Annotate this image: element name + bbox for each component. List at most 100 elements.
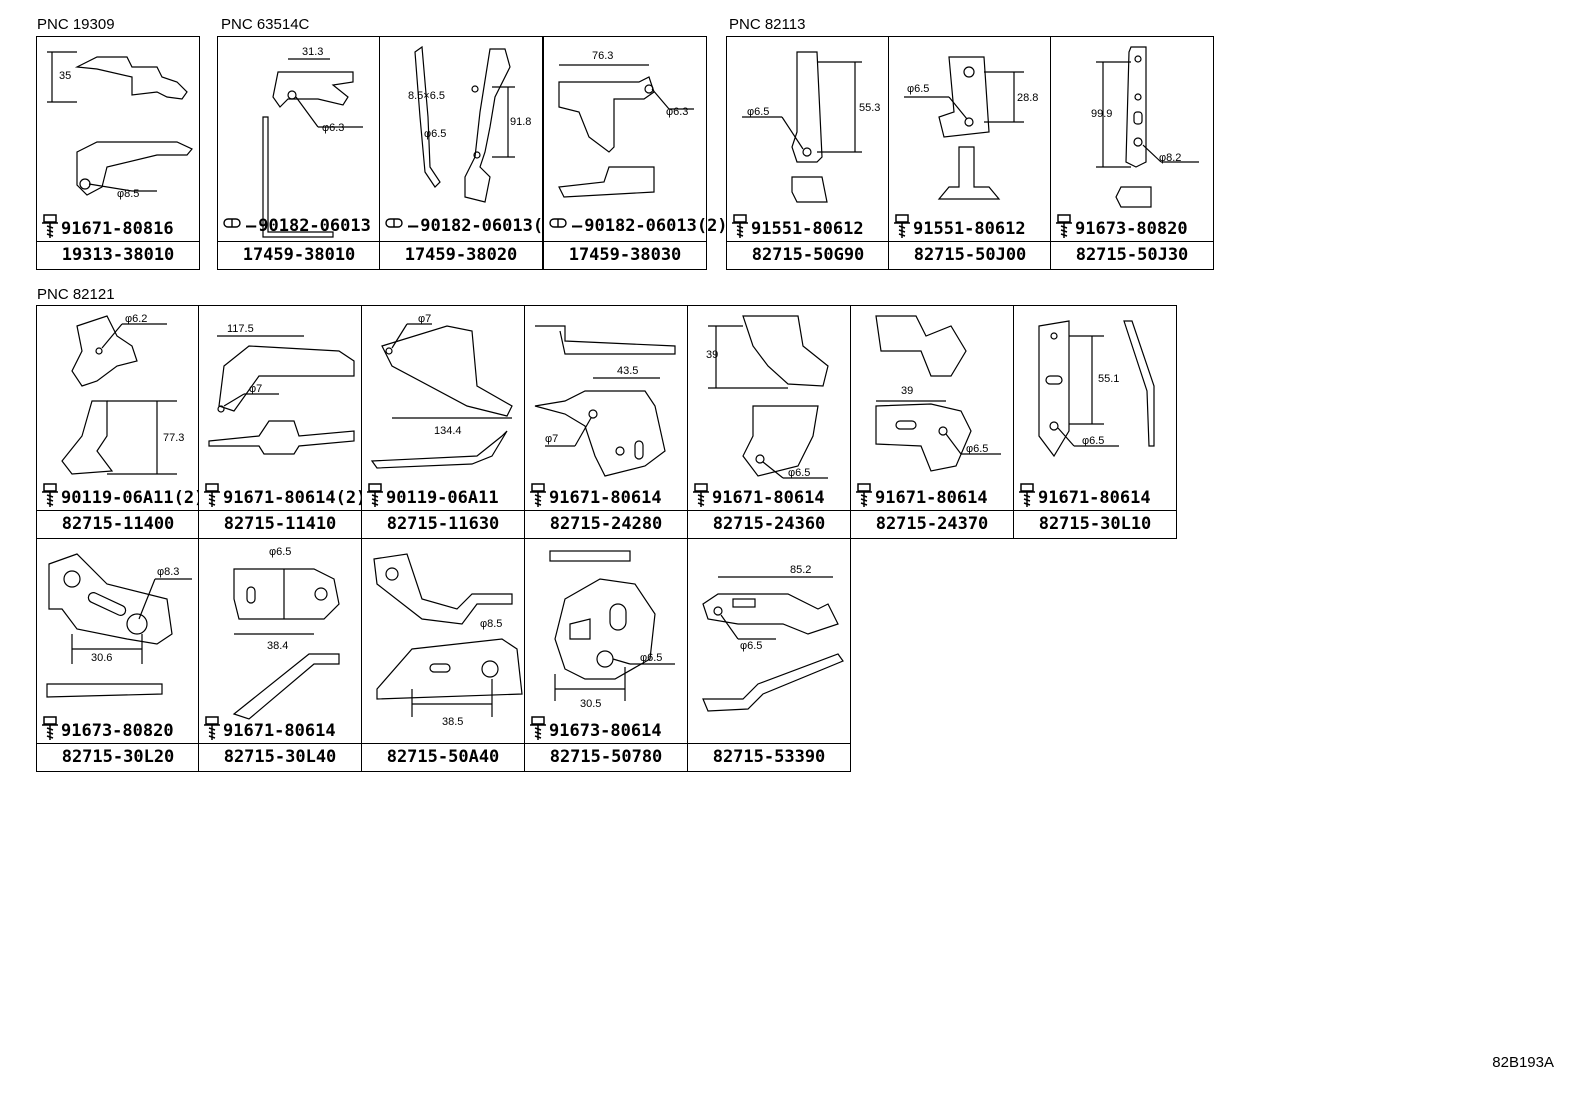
dimension-label: 30.6 [91, 652, 112, 664]
bolt-icon [731, 213, 749, 244]
dimension-label: φ8.2 [1159, 152, 1181, 164]
fastener-part-number: 90182-06013(2) [420, 215, 564, 236]
dimension-label: φ7 [545, 433, 558, 445]
fastener-part-number: 91671-80614(2) [223, 487, 367, 508]
part-cell[interactable]: 31.3 φ6.3 — 90182-06013 17459-38010 [217, 36, 381, 270]
bolt-icon [203, 482, 221, 513]
dimension-label: 43.5 [617, 365, 638, 377]
bracket-drawing: 55.3 φ6.5 [742, 51, 880, 203]
part-cell[interactable]: 43.5 φ7 91671-80614 82715-24280 [524, 305, 688, 539]
fastener-label: 91671-80614 [692, 482, 825, 513]
dimension-label: 38.5 [442, 716, 463, 728]
bolt-icon [41, 482, 59, 513]
bolt-icon [855, 482, 873, 513]
dimension-label: φ6.5 [269, 546, 291, 558]
bolt-icon [203, 715, 221, 746]
group-label-pnc-63514c: PNC 63514C [221, 16, 310, 33]
bolt-icon [41, 715, 59, 746]
part-cell[interactable]: 99.9 φ8.2 91673-80820 82715-50J30 [1050, 36, 1214, 270]
dimension-label: φ6.5 [424, 128, 446, 140]
dimension-label: φ6.5 [788, 467, 810, 479]
dimension-label: 39 [901, 385, 913, 397]
dimension-label: φ6.3 [666, 106, 688, 118]
part-cell[interactable]: 76.3 φ6.3 — 90182-06013(2) 17459-38030 [543, 36, 728, 270]
part-cell[interactable]: φ6.5 30.5 91673-80614 82715-50780 [524, 538, 688, 772]
fastener-part-number: 90182-06013 [258, 215, 371, 236]
dimension-label: 55.1 [1098, 373, 1119, 385]
part-cell[interactable]: 39 φ6.5 91671-80614 82715-24360 [687, 305, 851, 539]
part-cell[interactable]: φ6.5 28.8 91551-80612 82715-50J00 [888, 36, 1052, 270]
fastener-label: 91671-80614 [203, 715, 336, 746]
fastener-part-number: 90182-06013(2) [584, 215, 728, 236]
part-cell[interactable]: 85.2 φ6.5 82715-53390 [687, 538, 851, 772]
fastener-part-number: 91671-80614 [712, 487, 825, 508]
dimension-label: 31.3 [302, 46, 323, 58]
part-cell[interactable]: 117.5 φ7 91671-80614(2) 82715-11410 [198, 305, 366, 539]
bracket-drawing: 117.5 φ7 [208, 323, 355, 455]
part-cell[interactable]: 55.1 φ6.5 91671-80614 82715-30L10 [1013, 305, 1177, 539]
part-number: 82715-50A40 [362, 743, 524, 771]
dimension-label: φ6.5 [907, 83, 929, 95]
part-cell[interactable]: φ8.3 30.6 91673-80820 82715-30L20 [36, 538, 200, 772]
diagram-code: 82B193A [1492, 1054, 1554, 1071]
part-number: 82715-30L10 [1014, 510, 1176, 538]
bolt-icon [529, 715, 547, 746]
fastener-part-number: 90119-06A11 [386, 487, 499, 508]
part-number: 82715-50J00 [889, 241, 1051, 269]
dimension-label: 30.5 [580, 698, 601, 710]
part-number: 82715-30L40 [199, 743, 361, 771]
dimension-label: 8.5×6.5 [408, 90, 445, 102]
bolt-icon [529, 482, 547, 513]
fastener-label: 91673-80820 [1055, 213, 1188, 244]
fastener-label: 91671-80614 [855, 482, 988, 513]
part-cell[interactable]: 39 φ6.5 91671-80614 82715-24370 [850, 305, 1014, 539]
fastener-label: 91671-80614 [1018, 482, 1151, 513]
dimension-label: φ6.5 [966, 443, 988, 455]
part-cell[interactable]: φ6.2 77.3 90119-06A11(2) 82715-11400 [36, 305, 204, 539]
bracket-drawing: φ6.5 38.4 [232, 546, 340, 720]
bracket-drawing: φ6.2 77.3 [61, 313, 184, 475]
fastener-part-number: 91551-80612 [751, 218, 864, 239]
part-cell[interactable]: 35 φ8.5 91671-80816 19313-38010 [36, 36, 200, 270]
clip-icon [548, 213, 570, 238]
bracket-drawing: 35 φ8.5 [47, 51, 193, 200]
part-number: 19313-38010 [37, 241, 199, 269]
part-number: 17459-38020 [380, 241, 542, 269]
part-cell[interactable]: 8.5×6.5 91.8 φ6.5 — 90182-06013(2) 17459… [379, 36, 564, 270]
part-number: 82715-30L20 [37, 743, 199, 771]
part-cell[interactable]: φ8.5 38.5 82715-50A40 [361, 538, 525, 772]
dimension-label: 117.5 [227, 323, 254, 335]
fastener-label: 91671-80614 [529, 482, 662, 513]
dimension-label: φ6.5 [640, 652, 662, 664]
part-cell[interactable]: 55.3 φ6.5 91551-80612 82715-50G90 [726, 36, 890, 270]
fastener-label: — 90182-06013 [222, 213, 371, 238]
bolt-icon [41, 213, 59, 244]
fastener-part-number: 90119-06A11(2) [61, 487, 205, 508]
bracket-drawing: 99.9 φ8.2 [1091, 46, 1199, 208]
fastener-part-number: 91673-80820 [61, 720, 174, 741]
fastener-label: 90119-06A11(2) [41, 482, 204, 513]
bracket-drawing: 55.1 φ6.5 [1038, 320, 1155, 458]
fastener-label: 91673-80614 [529, 715, 662, 746]
part-cell[interactable]: φ7 134.4 90119-06A11 82715-11630 [361, 305, 525, 539]
dimension-label: 99.9 [1091, 108, 1112, 120]
dimension-label: φ7 [418, 313, 431, 325]
part-number: 82715-11630 [362, 510, 524, 538]
fastener-label: 91673-80820 [41, 715, 174, 746]
part-number: 82715-50G90 [727, 241, 889, 269]
fastener-part-number: 91671-80614 [549, 487, 662, 508]
part-cell[interactable]: φ6.5 38.4 91671-80614 82715-30L40 [198, 538, 362, 772]
bracket-drawing: φ7 134.4 [370, 313, 513, 469]
fastener-label: 91551-80612 [731, 213, 864, 244]
part-number: 82715-24360 [688, 510, 850, 538]
dimension-label: 28.8 [1017, 92, 1038, 104]
fastener-part-number: 91551-80612 [913, 218, 1026, 239]
bolt-icon [692, 482, 710, 513]
dimension-label: φ6.2 [125, 313, 147, 325]
fastener-part-number: 91673-80614 [549, 720, 662, 741]
bolt-icon [1055, 213, 1073, 244]
part-number: 82715-11400 [37, 510, 199, 538]
dimension-label: 38.4 [267, 640, 288, 652]
clip-icon [384, 213, 406, 238]
bracket-drawing: 85.2 φ6.5 [702, 564, 844, 712]
